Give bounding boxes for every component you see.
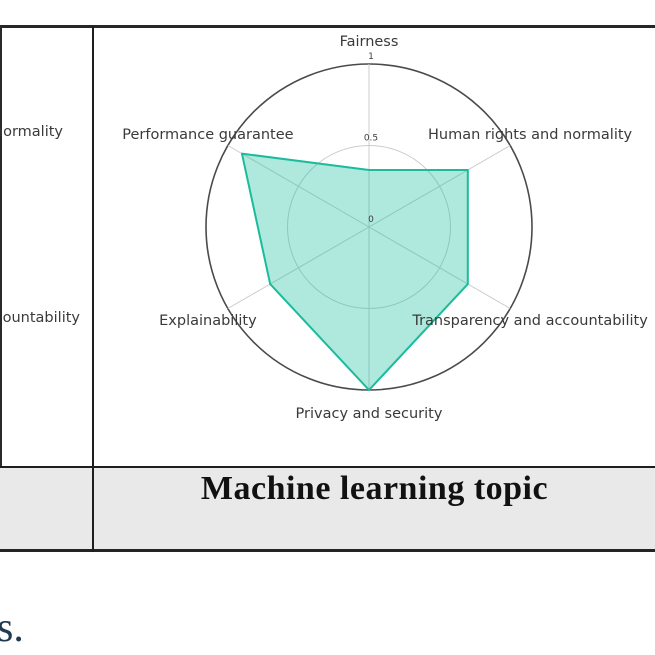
radial-tick-label: 1 xyxy=(368,52,374,62)
table-border-left xyxy=(0,26,2,552)
caption-fragment: s. xyxy=(0,605,24,651)
table-row-separator xyxy=(0,466,655,468)
axis-spoke xyxy=(227,145,370,228)
grid-circle xyxy=(287,145,451,309)
table-column-divider xyxy=(92,26,94,552)
cropped-axis-label-accountability: ountability xyxy=(2,310,80,326)
table-border-bottom xyxy=(0,549,655,552)
axis-spoke xyxy=(227,226,370,309)
axis-label: Fairness xyxy=(340,34,399,50)
axis-spoke xyxy=(368,226,511,309)
table-header-row: Machine learning topic xyxy=(0,468,655,549)
axis-spoke xyxy=(368,145,511,228)
axis-label: Explainability xyxy=(159,313,257,329)
outer-ring xyxy=(205,63,533,391)
radial-tick-label: 0 xyxy=(368,215,374,225)
radar-polygon xyxy=(240,152,469,391)
table-border-top xyxy=(0,25,655,28)
axis-label: Performance guarantee xyxy=(122,127,293,143)
axis-label: Transparency and accountability xyxy=(411,313,648,329)
axis-label: Privacy and security xyxy=(296,406,443,422)
radial-tick-label: 0.5 xyxy=(364,134,378,144)
axis-label: Human rights and normality xyxy=(428,127,633,143)
table-header-label: Machine learning topic xyxy=(200,470,549,507)
cropped-axis-label-normality: normality xyxy=(0,124,63,140)
